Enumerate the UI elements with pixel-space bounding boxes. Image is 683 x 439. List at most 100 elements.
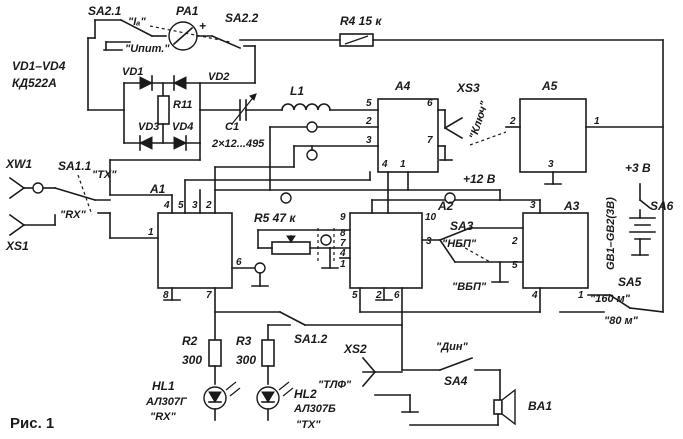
pin-a2-5: 5 bbox=[352, 290, 358, 301]
variable-arrow bbox=[231, 93, 257, 125]
pin-a2-10: 10 bbox=[425, 212, 437, 223]
tuning-section bbox=[231, 93, 379, 125]
sa2-linkage bbox=[149, 25, 231, 43]
sa1-linkage bbox=[77, 174, 93, 216]
label-pa1-plus: + bbox=[199, 19, 206, 33]
shield-ring bbox=[444, 192, 456, 204]
wire bbox=[438, 238, 457, 264]
label-r2-value: 300 bbox=[182, 353, 202, 367]
label-a1: A1 bbox=[149, 182, 166, 196]
pin-a2-4: 4 bbox=[339, 248, 346, 259]
pin-a1-3: 3 bbox=[192, 200, 198, 211]
pin-a3-2: 2 bbox=[511, 236, 518, 247]
label-a2: A2 bbox=[437, 199, 454, 213]
light-arrow bbox=[229, 387, 241, 397]
pin-a2-2: 2 bbox=[375, 290, 382, 301]
label-r4: R4 15 к bbox=[340, 14, 382, 28]
indicator-section bbox=[203, 339, 294, 421]
label-sa5: SA5 bbox=[618, 275, 642, 289]
xw1-connector bbox=[8, 186, 26, 200]
xs1-connector bbox=[8, 223, 26, 237]
label-m160: "160 м" bbox=[590, 293, 631, 305]
label-vd4: VD4 bbox=[172, 121, 193, 133]
speaker-ba1-cone bbox=[501, 388, 516, 426]
label-vbp: "ВБП" bbox=[452, 281, 487, 293]
speaker-ba1-coil bbox=[493, 399, 503, 415]
meter-section bbox=[87, 18, 664, 313]
label-r5: R5 47 к bbox=[254, 211, 296, 225]
label-a5: A5 bbox=[541, 79, 558, 93]
xs1-connector bbox=[8, 213, 26, 227]
xs3-jack bbox=[443, 116, 464, 130]
light-arrow bbox=[225, 381, 237, 391]
label-hl2-type: АЛ307Б bbox=[293, 403, 336, 415]
pin-a1-7: 7 bbox=[206, 290, 212, 301]
block-a1 bbox=[157, 212, 233, 289]
label-sa1-2: SA1.2 bbox=[294, 332, 328, 346]
label-c1-value: 2×12...495 bbox=[211, 138, 265, 150]
diode-vd3 bbox=[138, 136, 153, 150]
pin-a4-5: 5 bbox=[366, 98, 372, 109]
figure-caption: Рис. 1 bbox=[10, 415, 54, 432]
a1-lower bbox=[163, 262, 403, 341]
label-din: "Дин" bbox=[436, 341, 469, 353]
pin-a5-1: 1 bbox=[594, 116, 600, 127]
label-c1: C1 bbox=[225, 121, 239, 133]
pin-a4-2: 2 bbox=[365, 116, 372, 127]
label-sa3: SA3 bbox=[450, 219, 474, 233]
xs2-jack bbox=[361, 370, 377, 388]
label-sa2-1: SA2.1 bbox=[88, 4, 122, 18]
label-xs1: XS1 bbox=[5, 239, 29, 253]
led-hl1-diode bbox=[208, 391, 222, 403]
resistor-r2 bbox=[208, 339, 222, 367]
label-r11: R11 bbox=[173, 99, 192, 111]
pin-a4-7: 7 bbox=[427, 135, 433, 146]
label-sa2-2: SA2.2 bbox=[225, 11, 259, 25]
label-vd2: VD2 bbox=[208, 71, 229, 83]
diode-vd4 bbox=[173, 136, 188, 150]
pin-a1-8: 8 bbox=[163, 290, 169, 301]
block-a5 bbox=[519, 98, 587, 173]
label-xs2: XS2 bbox=[343, 342, 367, 356]
a4-connections bbox=[214, 109, 507, 214]
shield-ring bbox=[306, 121, 318, 133]
shield-ring bbox=[320, 234, 332, 246]
diode-vd2 bbox=[172, 76, 187, 90]
sa6-contact bbox=[638, 198, 652, 210]
label-hl1-type: АЛ307Г bbox=[145, 396, 188, 408]
power-rails bbox=[109, 142, 656, 256]
pin-a2-8: 8 bbox=[340, 228, 346, 239]
pin-a2-6: 6 bbox=[394, 290, 400, 301]
xs3-key-link bbox=[469, 131, 507, 146]
sa1-2-contact bbox=[278, 310, 307, 327]
sa1-1-contact bbox=[54, 187, 96, 201]
shield-ring bbox=[254, 262, 266, 274]
sa5-contact bbox=[608, 293, 632, 310]
label-vd3: VD3 bbox=[138, 121, 159, 133]
label-pa1: PA1 bbox=[176, 4, 199, 18]
shield-ring bbox=[280, 192, 292, 204]
potentiometer-r5 bbox=[271, 241, 311, 255]
label-sa6: SA6 bbox=[650, 199, 674, 213]
sa2-2-contact bbox=[210, 34, 242, 50]
light-arrow bbox=[278, 381, 290, 391]
label-l1: L1 bbox=[290, 84, 304, 98]
light-arrow bbox=[282, 387, 294, 397]
arrow-head bbox=[249, 93, 257, 101]
label-a4: A4 bbox=[394, 79, 411, 93]
pin-a1-6: 6 bbox=[236, 257, 242, 268]
label-sa2-1-ia: "Iₐ" bbox=[128, 16, 146, 28]
pin-a5-2: 2 bbox=[509, 116, 516, 127]
pin-a1-2: 2 bbox=[205, 200, 212, 211]
pin-a2-1: 1 bbox=[340, 259, 346, 270]
block-a3 bbox=[522, 212, 589, 289]
label-tlf: "ТЛФ" bbox=[318, 379, 352, 391]
input-section bbox=[8, 174, 159, 239]
pin-a2-3: 3 bbox=[426, 236, 432, 247]
label-plus12: +12 B bbox=[463, 172, 496, 186]
label-hl2-mode: "TX" bbox=[296, 419, 321, 431]
wire bbox=[629, 307, 664, 313]
label-nbp: "НБП" bbox=[442, 238, 477, 250]
pin-a1-1: 1 bbox=[148, 227, 154, 238]
label-vd1: VD1 bbox=[122, 66, 143, 78]
